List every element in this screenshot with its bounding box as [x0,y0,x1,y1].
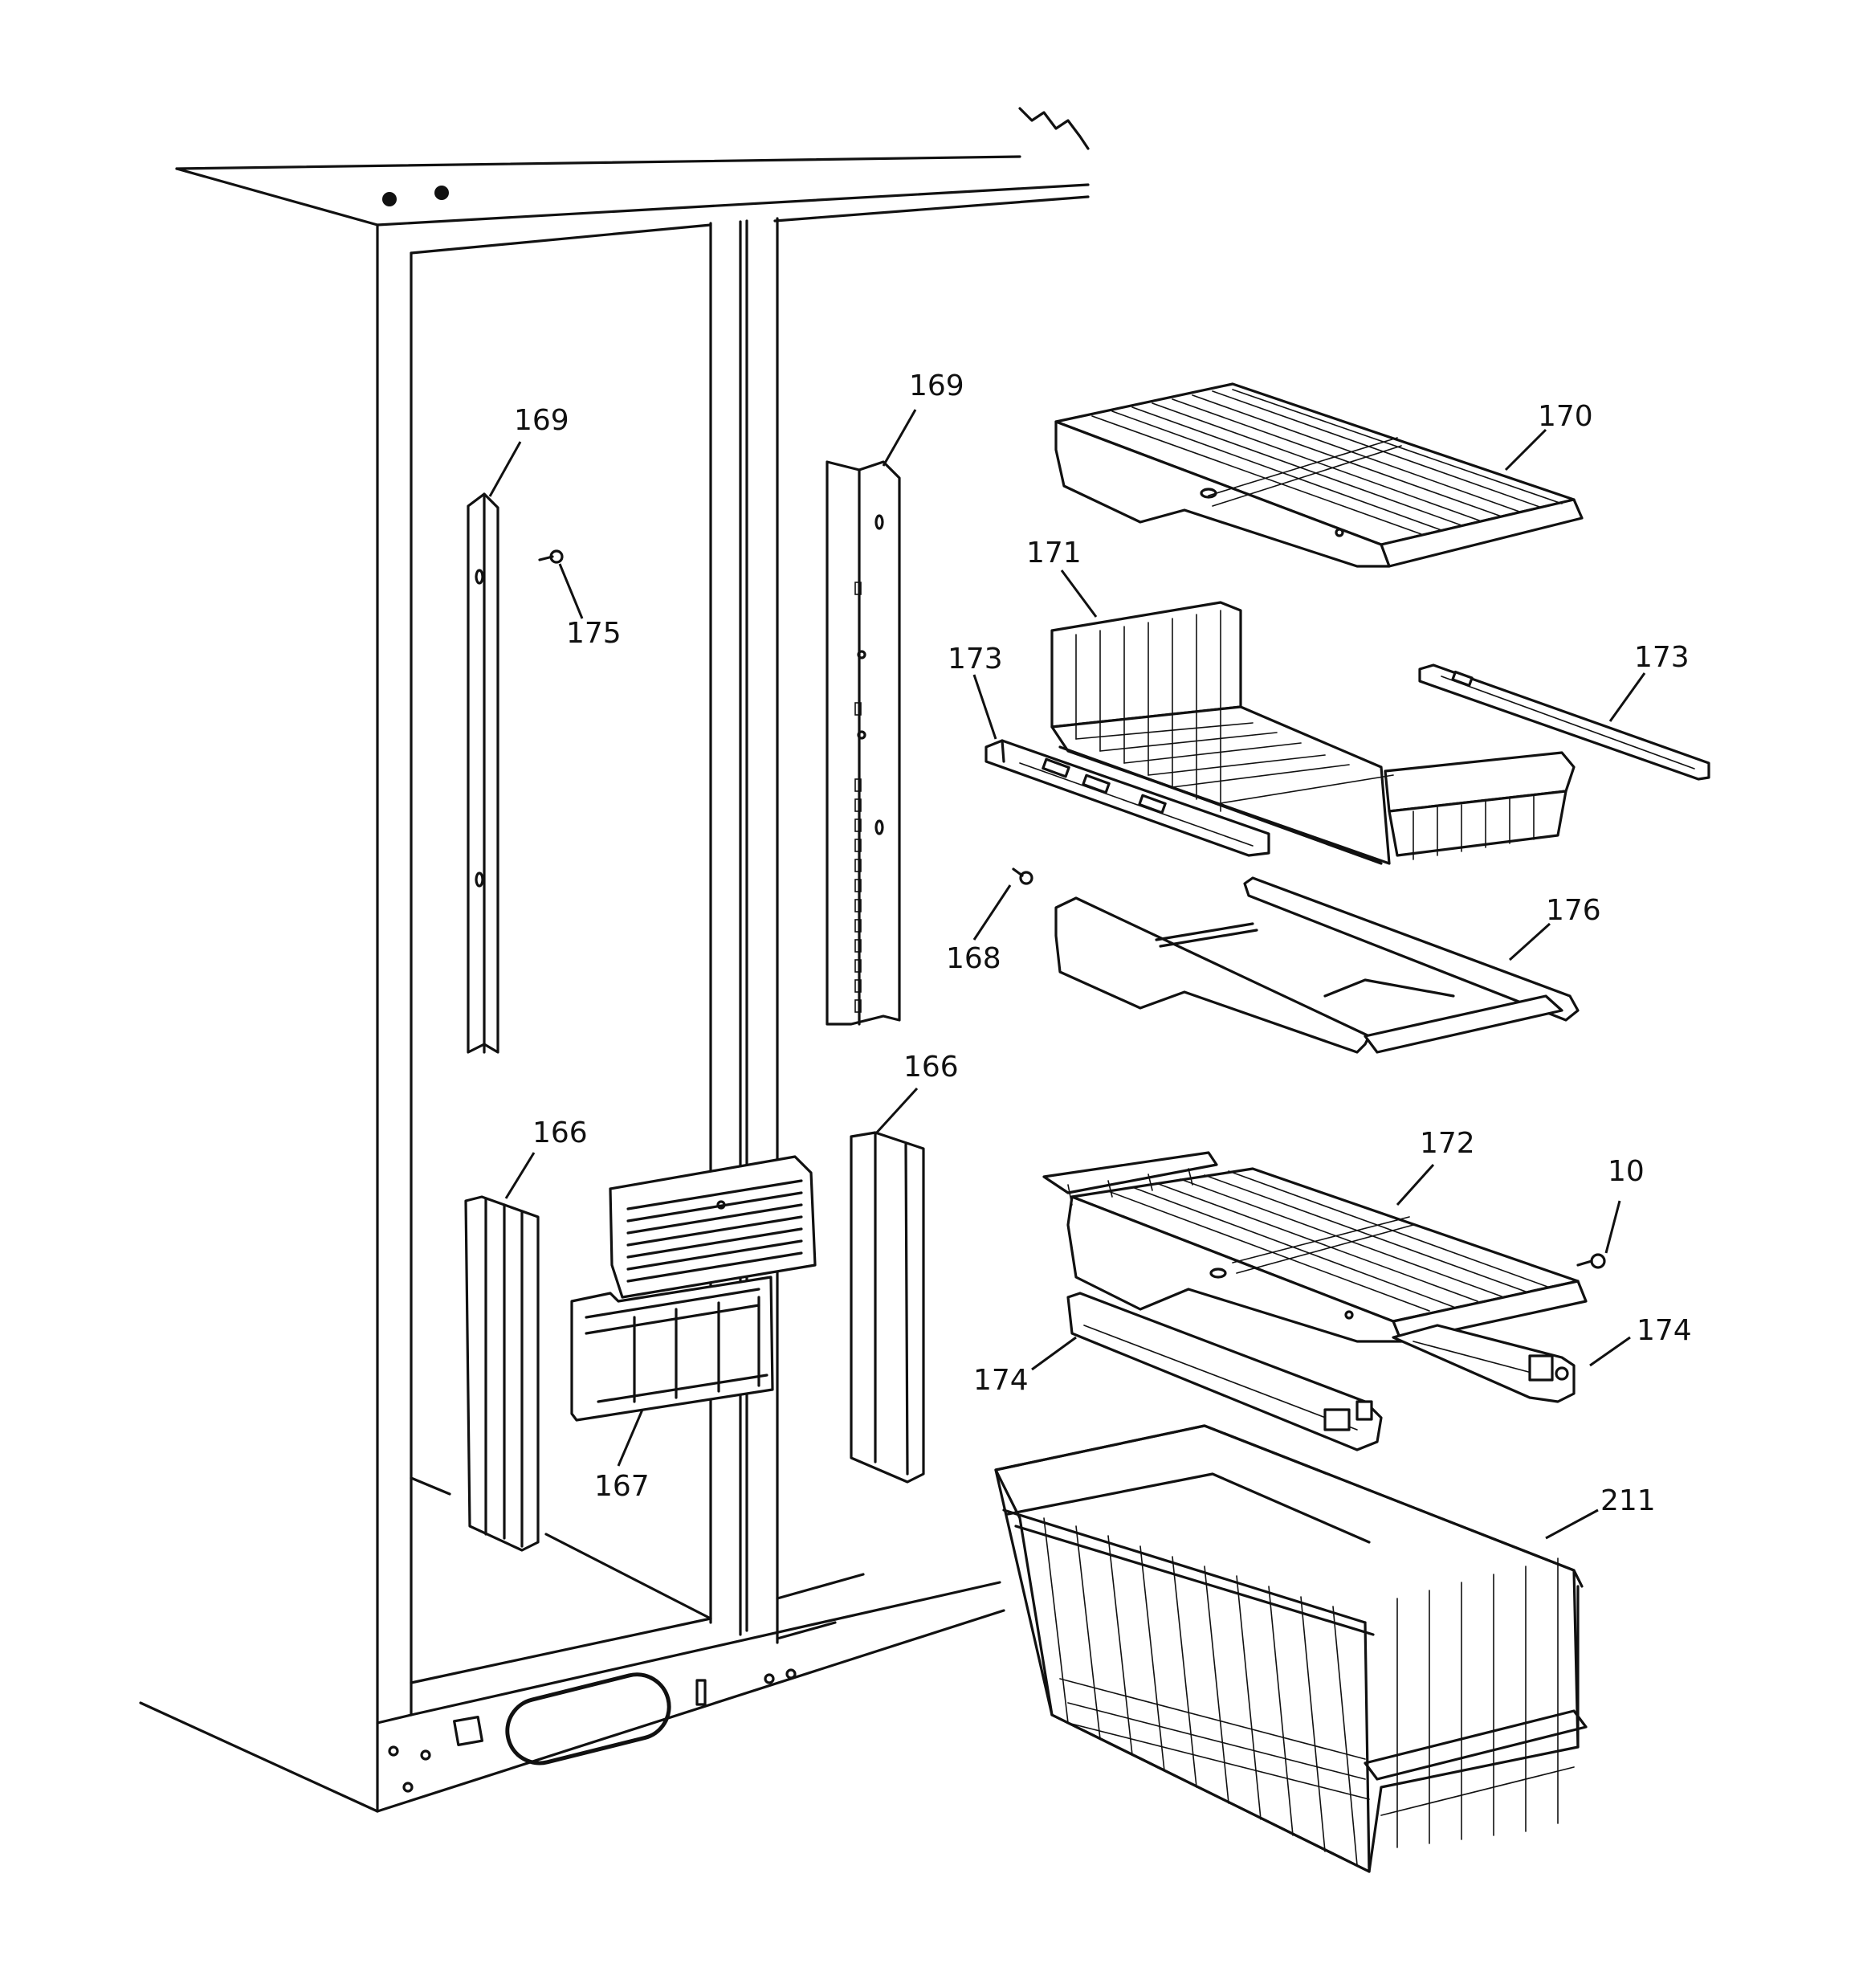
callout-174-right: 174 [1637,1314,1692,1347]
wire-shelf-170 [1054,382,1584,568]
callout-170: 170 [1538,400,1593,433]
drawer-slide-174-left [1066,1292,1383,1451]
callout-166-left: 166 [532,1116,588,1149]
callout-171: 171 [1026,537,1082,569]
callout-173-left: 173 [948,643,1003,676]
callout-175: 175 [566,617,622,650]
wire-bin-171 [1050,601,1576,865]
screw-175 [538,549,564,564]
air-vent-cover-167 [570,1155,817,1422]
shelf-support-173-right [1418,663,1710,781]
callout-176: 176 [1546,894,1601,927]
callout-168: 168 [946,942,1001,975]
callout-169-right: 169 [909,369,964,402]
callout-173-right: 173 [1634,641,1690,674]
callout-211: 211 [1600,1484,1656,1517]
shelf-frame-176 [1054,876,1580,1054]
wire-shelf-172 [1042,1151,1588,1343]
callout-10: 10 [1608,1155,1645,1188]
wire-basket-211 [994,1424,1588,1873]
callout-leader-lines [488,409,1646,1540]
left-shelf-rail-169 [467,492,499,1054]
rail-cover-166-right [850,1131,925,1484]
callout-167: 167 [594,1470,650,1503]
callout-169-left: 169 [514,404,569,437]
shelf-support-173-left [984,739,1270,857]
callout-172: 172 [1420,1127,1475,1160]
callout-166-right: 166 [903,1051,959,1084]
screw-168 [1012,867,1033,885]
refrigerator-cabinet [139,107,1090,1813]
drawer-slide-174-right [1392,1324,1576,1403]
screw-10 [1576,1253,1606,1269]
right-shelf-rail-169 [826,460,901,1026]
callout-174-left: 174 [973,1364,1029,1397]
rail-cover-166-left [464,1195,540,1552]
